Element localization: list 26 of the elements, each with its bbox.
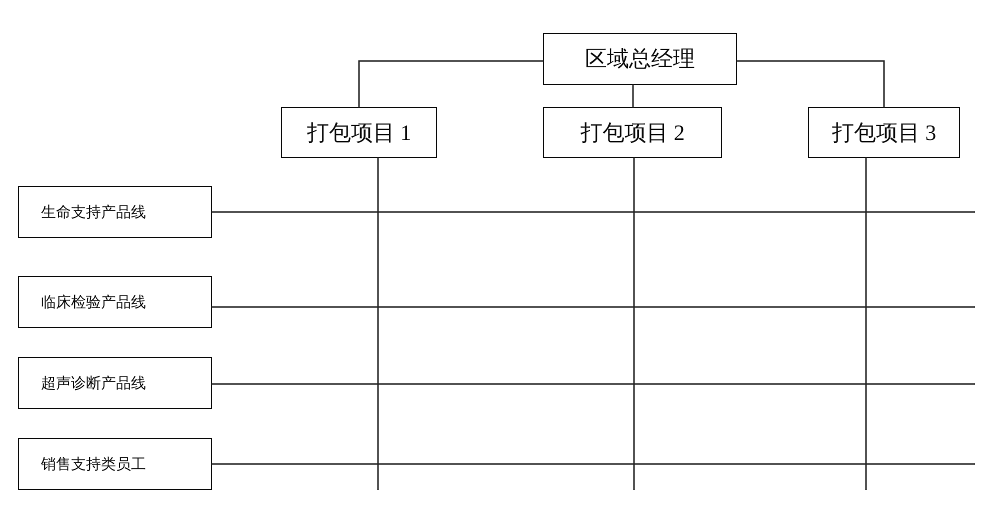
row-label-box <box>18 276 212 328</box>
connector-line <box>358 60 543 107</box>
org-box <box>808 107 960 158</box>
row-label-box <box>18 438 212 490</box>
connector-line <box>212 463 975 465</box>
connector-line <box>212 383 975 385</box>
box-label: 打包项目 1 <box>306 118 412 146</box>
box-label: 销售支持类员工 <box>41 456 146 474</box>
box-label: 区域总经理 <box>585 45 695 73</box>
org-box <box>543 107 722 158</box>
box-label: 打包项目 2 <box>580 118 685 146</box>
box-label: 超声诊断产品线 <box>41 374 146 392</box>
connector-line <box>632 85 634 107</box>
connector-line <box>737 60 885 107</box>
row-label-box <box>18 186 212 238</box>
box-label: 打包项目 3 <box>832 118 936 146</box>
box-label: 生命支持产品线 <box>41 204 146 222</box>
org-box <box>281 107 437 158</box>
row-label-box <box>18 357 212 409</box>
org-box <box>543 33 737 85</box>
connector-line <box>865 158 867 490</box>
connector-line <box>212 306 975 308</box>
connector-line <box>377 158 379 490</box>
connector-line <box>212 211 975 213</box>
box-label: 临床检验产品线 <box>41 294 146 312</box>
connector-line <box>633 158 635 490</box>
